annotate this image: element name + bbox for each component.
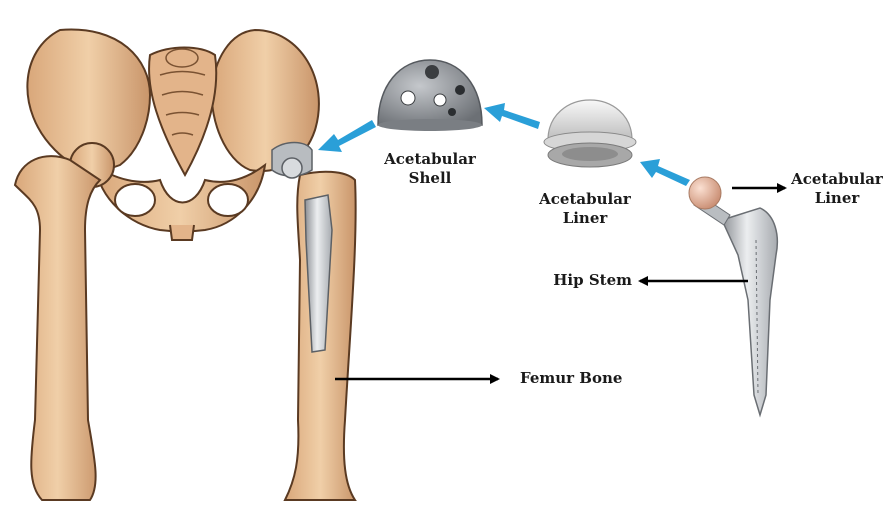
label-acetabular-liner-right: Acetabular Liner [785, 170, 889, 208]
acetabular-liner-image [544, 100, 636, 167]
label-femur-bone: Femur Bone [520, 369, 650, 388]
femur-illustration-right [272, 143, 356, 501]
blue-arrow-head-to-liner [640, 159, 690, 186]
blue-arrow-shell-to-pelvis [318, 120, 376, 152]
blue-arrow-liner-to-shell [484, 103, 540, 129]
acetabular-shell-image [378, 60, 482, 131]
hip-stem-image [689, 177, 777, 415]
label-hip-stem: Hip Stem [520, 271, 632, 290]
label-acetabular-liner-mid: Acetabular Liner [530, 190, 640, 228]
label-acetabular-shell: Acetabular Shell [380, 150, 480, 188]
femur-illustration-left [15, 143, 114, 500]
